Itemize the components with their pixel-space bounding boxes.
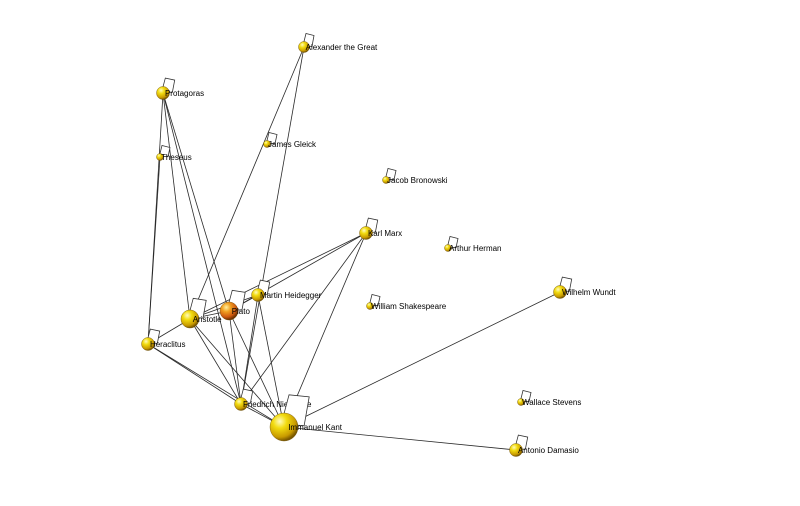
edge-kant-damasio (283, 426, 517, 451)
node-label-herman: Arthur Herman (449, 244, 501, 253)
node-label-theseus: Theseus (161, 153, 192, 162)
node-bronowski[interactable]: Jacob Bronowski (382, 168, 448, 186)
node-label-aristotle: Aristotle (193, 315, 222, 324)
edge-plato-nietzsche (228, 310, 242, 405)
node-label-damasio: Antonio Damasio (518, 446, 579, 455)
edge-aristotle-nietzsche (189, 318, 242, 405)
node-flag-bronowski (384, 168, 397, 181)
edge-marx-nietzsche (240, 232, 367, 405)
node-sphere-shakespeare[interactable] (366, 302, 374, 310)
node-heraclitus[interactable]: Heraclitus (141, 328, 186, 351)
node-plato[interactable]: Plato (219, 289, 251, 321)
node-sphere-herman[interactable] (444, 244, 452, 252)
node-sphere-bronowski[interactable] (382, 176, 390, 184)
node-heidegger[interactable]: Martin Heidegger (251, 279, 322, 302)
edge-heidegger-kant (257, 294, 285, 428)
node-sphere-protagoras[interactable] (156, 86, 170, 100)
node-label-bronowski: Jacob Bronowski (387, 176, 448, 185)
edge-protagoras-plato (162, 92, 230, 312)
node-label-alexander: Alexander the Great (306, 43, 378, 52)
node-gleick[interactable]: James Gleick (263, 132, 318, 150)
edge-protagoras-aristotle (162, 92, 191, 320)
node-label-nietzsche: Friedrich Nietzsche (243, 400, 312, 409)
node-label-stevens: Wallace Stevens (522, 398, 581, 407)
node-label-heidegger: Martin Heidegger (260, 291, 322, 300)
node-flag-gleick (265, 132, 278, 145)
node-alexander[interactable]: Alexander the Great (298, 33, 379, 53)
node-sphere-marx[interactable] (359, 226, 373, 240)
node-sphere-nietzsche[interactable] (234, 397, 248, 411)
node-sphere-gleick[interactable] (263, 140, 271, 148)
node-marx[interactable]: Karl Marx (359, 217, 403, 240)
node-protagoras[interactable]: Protagoras (156, 77, 205, 100)
edge-protagoras-nietzsche (162, 92, 242, 405)
node-sphere-heraclitus[interactable] (141, 337, 155, 351)
node-flag-shakespeare (368, 294, 381, 307)
node-label-marx: Karl Marx (368, 229, 402, 238)
node-shakespeare[interactable]: William Shakespeare (366, 294, 447, 312)
node-sphere-alexander[interactable] (298, 41, 310, 53)
node-stevens[interactable]: Wallace Stevens (517, 390, 582, 408)
node-sphere-theseus[interactable] (156, 153, 164, 161)
node-sphere-heidegger[interactable] (251, 288, 265, 302)
node-label-kant: Immanuel Kant (288, 423, 343, 432)
node-label-gleick: James Gleick (268, 140, 317, 149)
node-herman[interactable]: Arthur Herman (444, 236, 502, 254)
edge-heidegger-nietzsche (240, 294, 259, 405)
node-wundt[interactable]: Wilhelm Wundt (553, 276, 617, 299)
edge-plato-kant (228, 310, 285, 428)
node-damasio[interactable]: Antonio Damasio (509, 434, 580, 457)
node-label-heraclitus: Heraclitus (150, 340, 186, 349)
edge-alexander-aristotle (189, 46, 305, 320)
node-sphere-damasio[interactable] (509, 443, 523, 457)
edge-heraclitus-nietzsche (147, 343, 242, 405)
node-label-shakespeare: William Shakespeare (371, 302, 447, 311)
node-aristotle[interactable]: Aristotle (180, 297, 222, 329)
edge-marx-aristotle (189, 232, 367, 320)
node-label-plato: Plato (232, 307, 251, 316)
node-theseus[interactable]: Theseus (156, 145, 192, 163)
node-flag-stevens (519, 390, 532, 403)
node-nietzsche[interactable]: Friedrich Nietzsche (234, 388, 312, 411)
node-label-wundt: Wilhelm Wundt (562, 288, 616, 297)
node-sphere-stevens[interactable] (517, 398, 525, 406)
node-flag-herman (446, 236, 459, 249)
node-kant[interactable]: Immanuel Kant (269, 394, 343, 442)
node-sphere-wundt[interactable] (553, 285, 567, 299)
node-sphere-aristotle[interactable] (180, 309, 200, 329)
edge-theseus-heraclitus (147, 156, 161, 345)
node-flag-theseus (158, 145, 171, 158)
edge-kant-wundt (283, 291, 561, 428)
node-sphere-plato[interactable] (219, 301, 239, 321)
edge-heraclitus-kant (147, 343, 285, 428)
edge-alexander-nietzsche (240, 46, 305, 405)
node-sphere-kant[interactable] (269, 412, 299, 442)
node-label-protagoras: Protagoras (165, 89, 204, 98)
edge-marx-kant (283, 232, 367, 428)
